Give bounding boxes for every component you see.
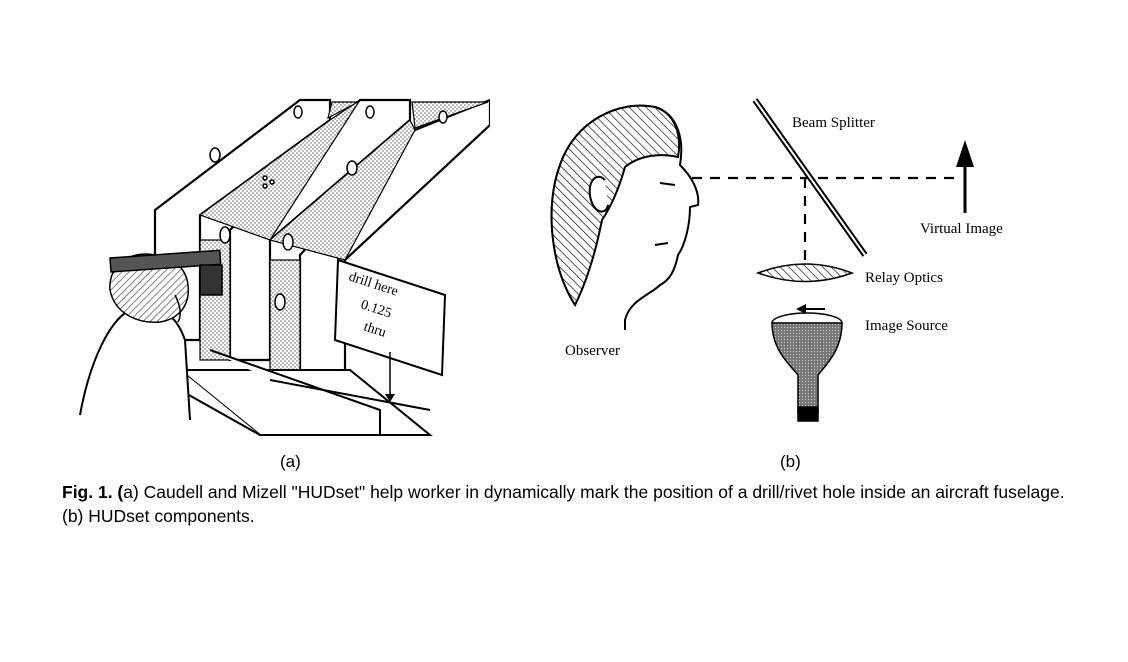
- optical-path: [692, 176, 960, 267]
- floor-beams: [177, 349, 433, 436]
- figure-caption: Fig. 1. (a) Caudell and Mizell "HUDset" …: [62, 480, 1072, 528]
- subfigure-label-a: (a): [280, 452, 301, 471]
- fuselage-illustration: drill here 0.125 thru: [70, 90, 492, 440]
- label-virtual-image: Virtual Image: [920, 221, 1003, 237]
- drill-sign: drill here 0.125 thru: [333, 258, 447, 402]
- worker-figure: [79, 249, 223, 421]
- sign-line-3: thru: [362, 320, 388, 341]
- frame-holes: [209, 105, 448, 311]
- label-relay-optics: Relay Optics: [865, 270, 943, 286]
- caption-text: a) Caudell and Mizell "HUDset" help work…: [62, 482, 1065, 526]
- virtual-image-arrow: [956, 140, 974, 213]
- caption-prefix: Fig. 1. (: [62, 482, 124, 502]
- label-image-source: Image Source: [865, 318, 948, 334]
- label-beam-splitter: Beam Splitter: [792, 115, 875, 131]
- hudset-diagram: Beam Splitter Virtual Image Relay Optics…: [540, 95, 1020, 440]
- image-source-crt: [771, 312, 843, 422]
- observer-head: [550, 104, 700, 330]
- relay-optics-lens: [755, 263, 855, 314]
- subfigure-label-b: (b): [780, 452, 801, 471]
- label-observer: Observer: [565, 343, 620, 359]
